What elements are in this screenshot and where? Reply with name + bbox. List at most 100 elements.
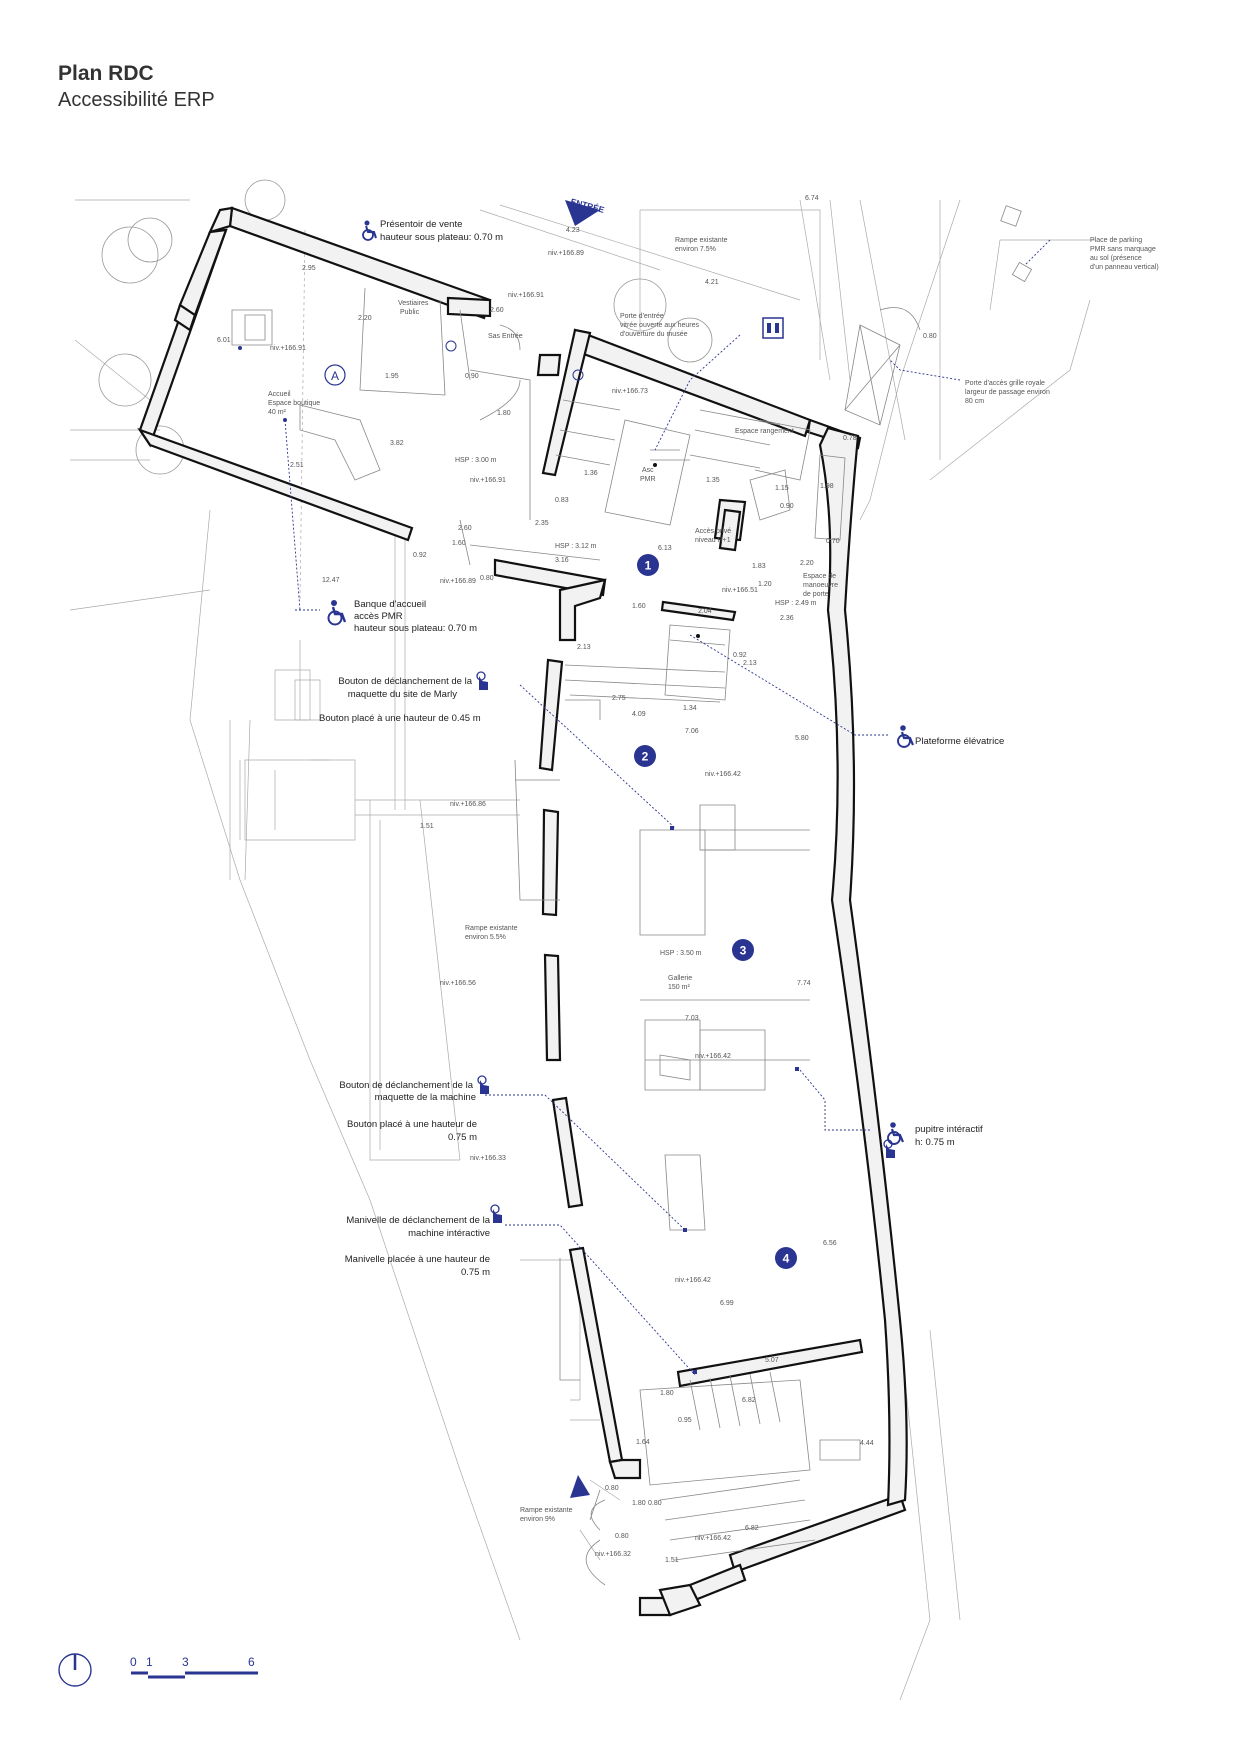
rampe-mid-label-1: Rampe existante — [465, 925, 518, 932]
svg-text:2.75: 2.75 — [612, 695, 626, 702]
porte-grille-label-1: Porte d'accès grille royale — [965, 380, 1045, 387]
level-4: niv.+166.73 — [612, 388, 648, 395]
zone-3-marker — [732, 939, 754, 961]
entrance-top: ENTRÉE — [565, 196, 606, 226]
svg-text:2.13: 2.13 — [577, 644, 591, 651]
parking-symbol — [1000, 205, 1033, 283]
room-manoeuvre-3: de porte — [803, 591, 829, 598]
rampe-top-label-1: Rampe existante — [675, 237, 728, 244]
svg-text:2.60: 2.60 — [490, 307, 504, 314]
svg-text:2.36: 2.36 — [780, 615, 794, 622]
site-context — [69, 199, 1095, 1701]
level-6: niv.+166.89 — [440, 578, 476, 585]
parking-label-3: au sol (présence — [1090, 255, 1142, 262]
point-markers — [238, 346, 799, 1374]
room-manoeuvre-2: manoeuvre — [803, 582, 838, 589]
height-labels: HSP : 3.00 m HSP : 3.12 m HSP : 2.49 m H… — [455, 457, 817, 957]
level-7: niv.+166.51 — [722, 587, 758, 594]
page-subtitle: Accessibilité ERP — [58, 89, 215, 111]
room-gallerie: Gallerie — [668, 975, 692, 982]
svg-text:0.80: 0.80 — [615, 1533, 629, 1540]
svg-text:1.34: 1.34 — [683, 705, 697, 712]
hand-touch-icon — [490, 1204, 502, 1223]
svg-text:5.07: 5.07 — [765, 1357, 779, 1364]
svg-text:6.01: 6.01 — [217, 337, 231, 344]
svg-text:0.90: 0.90 — [780, 503, 794, 510]
zone-1-marker — [637, 554, 659, 576]
level-15: niv.+166.32 — [595, 1551, 631, 1558]
hsp-1: HSP : 3.12 m — [555, 543, 597, 550]
presentoir-label-1: Présentoir de vente — [380, 219, 462, 230]
level-3: niv.+166.91 — [270, 345, 306, 352]
svg-text:1.83: 1.83 — [752, 563, 766, 570]
svg-text:12.47: 12.47 — [322, 577, 340, 584]
svg-text:4.09: 4.09 — [632, 711, 646, 718]
parking-label-4: d'un panneau vertical) — [1090, 264, 1159, 271]
rampe-mid-label-2: environ 5.5% — [465, 934, 506, 941]
svg-text:1.60: 1.60 — [452, 540, 466, 547]
bouton-marly-label-3: Bouton placé à une hauteur de 0.45 m — [319, 713, 481, 724]
rampe-bot-label-1: Rampe existante — [520, 1507, 573, 1514]
pupitre-label-2: h: 0.75 m — [915, 1137, 955, 1148]
svg-text:2.95: 2.95 — [302, 265, 316, 272]
level-5: niv.+166.91 — [470, 477, 506, 484]
level-14: niv.+166.42 — [695, 1535, 731, 1542]
level-9: niv.+166.86 — [450, 801, 486, 808]
bouton-machine-label-1: Bouton de déclanchement de la — [339, 1080, 473, 1091]
svg-text:4.23: 4.23 — [566, 227, 580, 234]
hsp-a: HSP : 3.00 m — [455, 457, 497, 464]
room-asc: Asc — [642, 467, 654, 474]
wheelchair-icon — [327, 600, 347, 626]
svg-text:1.95: 1.95 — [385, 373, 399, 380]
entrance-arrow-icon — [565, 200, 600, 226]
page-title: Plan RDC — [58, 62, 154, 85]
porte-grille-label-3: 80 cm — [965, 398, 984, 405]
zone-3-label: 3 — [740, 944, 747, 958]
svg-text:2.20: 2.20 — [358, 315, 372, 322]
presentoir-label-2: hauteur sous plateau: 0.70 m — [380, 232, 503, 243]
pupitre-label-1: pupitre intéractif — [915, 1124, 983, 1135]
level-1: niv.+166.89 — [548, 250, 584, 257]
room-manoeuvre-1: Espace de — [803, 573, 836, 580]
level-13: niv.+166.42 — [675, 1277, 711, 1284]
svg-text:4.21: 4.21 — [705, 279, 719, 286]
svg-text:6.82: 6.82 — [745, 1525, 759, 1532]
svg-text:0.80: 0.80 — [480, 575, 494, 582]
svg-text:7.03: 7.03 — [685, 1015, 699, 1022]
bouton-machine-label-3: Bouton placé à une hauteur de — [347, 1119, 477, 1130]
svg-text:1.60: 1.60 — [632, 603, 646, 610]
parking-label-2: PMR sans marquage — [1090, 246, 1156, 253]
interior-lines — [231, 287, 861, 1586]
level-11: niv.+166.42 — [695, 1053, 731, 1060]
parking-label-1: Place de parking — [1090, 237, 1142, 244]
room-vestiaires: Vestiaires — [398, 300, 429, 307]
svg-text:6.74: 6.74 — [805, 195, 819, 202]
hand-touch-icon — [477, 1075, 489, 1094]
svg-text:1.35: 1.35 — [706, 477, 720, 484]
svg-text:0.90: 0.90 — [465, 373, 479, 380]
svg-text:1.98: 1.98 — [820, 483, 834, 490]
svg-text:6.13: 6.13 — [658, 545, 672, 552]
svg-text:1.64: 1.64 — [636, 1439, 650, 1446]
room-gallerie-area: 150 m² — [668, 984, 690, 991]
svg-text:1.15: 1.15 — [775, 485, 789, 492]
bouton-machine-label-2: maquette de la machine — [375, 1092, 476, 1103]
entrance-bottom-arrow-icon — [570, 1475, 590, 1498]
leader-lines — [284, 239, 1051, 1376]
porte-entree-label-2: vitrée ouverte aux heures — [620, 322, 699, 329]
room-sas: Sas Entrée — [488, 333, 523, 340]
svg-text:0.92: 0.92 — [413, 552, 427, 559]
wheelchair-icon — [887, 1122, 905, 1145]
svg-text:0.80: 0.80 — [648, 1500, 662, 1507]
level-8: niv.+166.42 — [705, 771, 741, 778]
svg-text:0.92: 0.92 — [733, 652, 747, 659]
porte-grille-label-2: largeur de passage environ — [965, 389, 1050, 396]
svg-text:1.80: 1.80 — [660, 1390, 674, 1397]
room-pmr: PMR — [640, 476, 656, 483]
svg-text:1.20: 1.20 — [758, 581, 772, 588]
level-labels: niv.+166.89 niv.+166.91 niv.+166.91 niv.… — [270, 250, 758, 1558]
scale-bar: 0 1 3 6 — [130, 1655, 260, 1685]
wheelchair-icon — [362, 220, 377, 241]
level-10: niv.+166.56 — [440, 980, 476, 987]
banque-label-1: Banque d'accueil — [354, 599, 426, 610]
